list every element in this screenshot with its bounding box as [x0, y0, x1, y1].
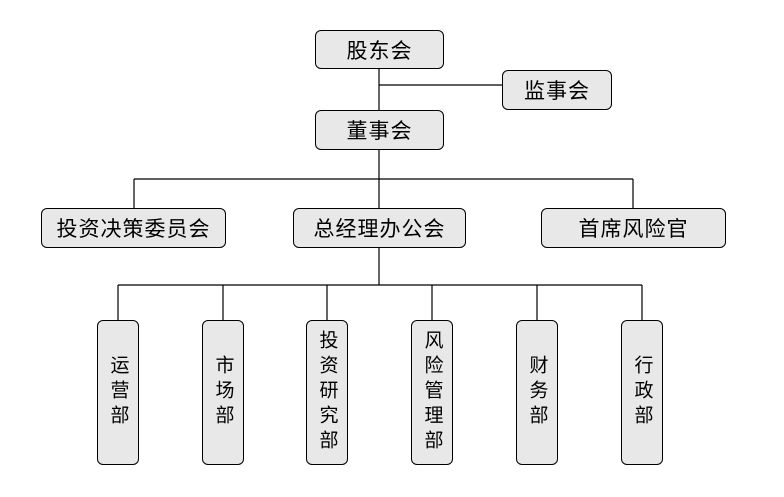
- node-shareholders: 股东会: [315, 30, 444, 69]
- node-gm-office: 总经理办公会: [293, 208, 466, 248]
- dept-risk: 风险管理部: [411, 320, 453, 465]
- dept-admin: 行政部: [621, 320, 663, 465]
- dept-label: 投资研究部: [316, 330, 339, 455]
- node-label: 股东会: [346, 38, 413, 63]
- node-label: 总经理办公会: [313, 217, 446, 241]
- node-label: 董事会: [346, 119, 413, 143]
- dept-label: 财务部: [526, 355, 549, 430]
- dept-operations: 运营部: [97, 320, 139, 465]
- dept-finance: 财务部: [516, 320, 558, 465]
- node-investment-committee: 投资决策委员会: [41, 208, 226, 248]
- node-label: 监事会: [524, 79, 590, 103]
- node-board: 董事会: [315, 110, 444, 150]
- node-label: 首席风险官: [578, 217, 689, 241]
- node-cro: 首席风险官: [541, 208, 726, 248]
- dept-label: 风险管理部: [421, 330, 444, 455]
- dept-research: 投资研究部: [306, 320, 348, 465]
- dept-label: 运营部: [107, 355, 130, 430]
- node-label: 投资决策委员会: [56, 217, 211, 241]
- dept-marketing: 市场部: [202, 320, 244, 465]
- node-supervisors: 监事会: [502, 70, 612, 110]
- dept-label: 市场部: [212, 355, 235, 430]
- dept-label: 行政部: [631, 355, 654, 430]
